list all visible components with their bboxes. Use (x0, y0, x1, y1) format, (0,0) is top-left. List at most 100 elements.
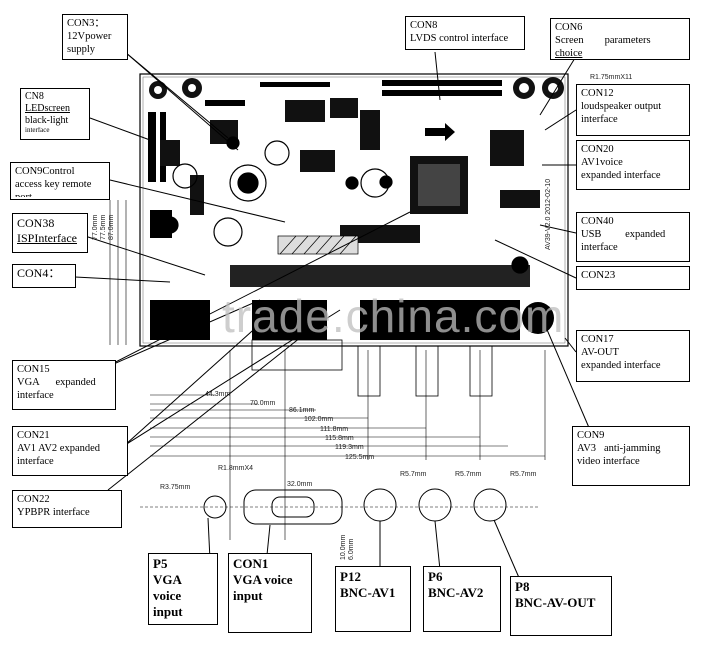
dim-side-a: 77.0mm (92, 214, 99, 240)
con17-desc: AV-OUT (581, 347, 619, 358)
con20-name: CON20 (581, 144, 614, 155)
dim-44mm: 44.3mm (205, 391, 231, 398)
con9c-desc: access key remote (15, 179, 92, 190)
con1-l2: input (233, 588, 263, 603)
con1-name: CON1 (233, 556, 269, 571)
cn8-desc-b: black-light (25, 115, 69, 126)
con6-name: CON6 (555, 22, 583, 33)
dim-v2: 6.0mm (348, 538, 355, 560)
con15-desc-a: VGA (17, 377, 40, 388)
callout-con9-control: CON9Control access key remote port (10, 162, 110, 200)
p5-l1: VGA (153, 572, 182, 587)
con3-name: CON3： (67, 18, 105, 29)
callout-con4: CON4： (12, 264, 76, 288)
con9a-desc-a: AV3 (577, 443, 597, 454)
con15-desc-b: expanded (55, 377, 96, 388)
dim-side-b: 77.5mm (100, 214, 107, 240)
con9a-name: CON9 (577, 430, 605, 441)
con40-desc-c: interface (581, 242, 618, 253)
con9c-name: CON9Control (15, 166, 75, 177)
dim-r57-c: R5.7mm (510, 471, 537, 478)
callout-con22: CON22 YPBPR interface (12, 490, 122, 528)
p8-l1: BNC-AV-OUT (515, 595, 596, 610)
cn8-desc-c: interface (25, 127, 50, 133)
con9a-desc-b: anti-jamming (603, 443, 661, 454)
callout-con6: CON6 Screen parameters choice (550, 18, 690, 60)
con6-desc-b: parameters (604, 35, 651, 46)
callout-p12: P12 BNC-AV1 (335, 566, 411, 632)
callout-con40: CON40 USB expanded interface (576, 212, 690, 262)
dim-r57-a: R5.7mm (400, 471, 427, 478)
con20-desc: AV1voice (581, 157, 623, 168)
con22-name: CON22 (17, 494, 50, 505)
con8-desc: LVDS control interface (410, 33, 509, 44)
dim-r57-b: R5.7mm (455, 471, 482, 478)
con40-desc-b: expanded (625, 229, 666, 240)
callout-con9-av3: CON9 AV3 anti-jamming video interface (572, 426, 690, 486)
dim-115mm: 115.8mm (325, 435, 354, 442)
con21-name: CON21 (17, 430, 50, 441)
con40-desc-a: USB (581, 229, 602, 240)
callout-con23: CON23 (576, 266, 690, 290)
dim-v1: 10.0mm (340, 534, 347, 560)
dim-111mm: 111.8mm (320, 426, 349, 433)
p6-name: P6 (428, 569, 443, 584)
con9c-desc-c: port (15, 191, 105, 197)
p5-l3: input (153, 604, 183, 619)
dim-top-r: R1.75mmX11 (590, 74, 633, 81)
callout-p6: P6 BNC-AV2 (423, 566, 501, 632)
con9a-desc-c: video interface (577, 456, 640, 467)
watermark: trade.china.com (222, 290, 565, 342)
callout-con17: CON17 AV-OUT expanded interface (576, 330, 690, 382)
con6-desc-a: Screen (555, 35, 584, 46)
con17-name: CON17 (581, 334, 614, 345)
con21-desc: AV1 AV2 expanded (17, 443, 101, 454)
dim-r375: R3.75mm (160, 484, 191, 491)
callout-con8-lvds: CON8 LVDS control interface (405, 16, 525, 50)
con40-name: CON40 (581, 216, 614, 227)
callout-cn8-led: CN8 LEDscreen black-light interface (20, 88, 90, 140)
con15-desc-c: interface (17, 390, 54, 401)
p12-name: P12 (340, 569, 361, 584)
callout-con38: CON38 ISPInterface (12, 213, 88, 253)
p5-l2: voice (153, 588, 182, 603)
con23-name: CON23 (581, 269, 616, 281)
p5-name: P5 (153, 556, 168, 571)
con1-l1: VGA voice (233, 572, 293, 587)
con38-name: CON38 (17, 216, 55, 230)
callout-con1: CON1 VGA voice input (228, 553, 312, 633)
cn8-desc-a: LEDscreen (25, 103, 70, 114)
callout-p8: P8 BNC-AV-OUT (510, 576, 612, 636)
dim-86mm: 86.1mm (289, 407, 315, 414)
callout-con20: CON20 AV1voice expanded interface (576, 140, 690, 190)
dim-102mm: 102.0mm (304, 416, 334, 423)
board-id: AV39-V2.0 2012-02-10 (545, 178, 552, 250)
con12-name: CON12 (581, 88, 614, 99)
con20-desc-c: expanded interface (581, 170, 661, 181)
callout-con21: CON21 AV1 AV2 expanded interface (12, 426, 128, 476)
dim-32mm: 32.0mm (287, 481, 313, 488)
con3-desc: 12Vpower supply (67, 31, 112, 55)
callout-con12: CON12 loudspeaker output interface (576, 84, 690, 136)
con17-desc-c: expanded interface (581, 360, 661, 371)
cn8-name: CN8 (25, 91, 44, 102)
dim-125mm: 125.5mm (345, 454, 375, 461)
con38-desc: ISPInterface (17, 231, 77, 245)
callout-con3: CON3： 12Vpower supply (62, 14, 128, 60)
p8-name: P8 (515, 579, 530, 594)
con12-desc-c: interface (581, 114, 618, 125)
con22-desc: YPBPR interface (17, 507, 90, 518)
p12-l1: BNC-AV1 (340, 585, 396, 600)
con4-name: CON4： (17, 266, 61, 280)
callout-p5: P5 VGA voice input (148, 553, 218, 625)
dim-side-c: 87.0mm (108, 214, 115, 240)
con12-desc: loudspeaker output (581, 101, 662, 112)
dim-70mm: 70.0mm (250, 400, 276, 407)
con21-desc-c: interface (17, 456, 54, 467)
dim-r18: R1.8mmX4 (218, 465, 254, 472)
con6-desc-c: choice (555, 48, 583, 59)
callout-con15: CON15 VGA expanded interface (12, 360, 116, 410)
dim-119mm: 119.3mm (335, 444, 364, 451)
con15-name: CON15 (17, 364, 50, 375)
con8-name: CON8 (410, 20, 438, 31)
